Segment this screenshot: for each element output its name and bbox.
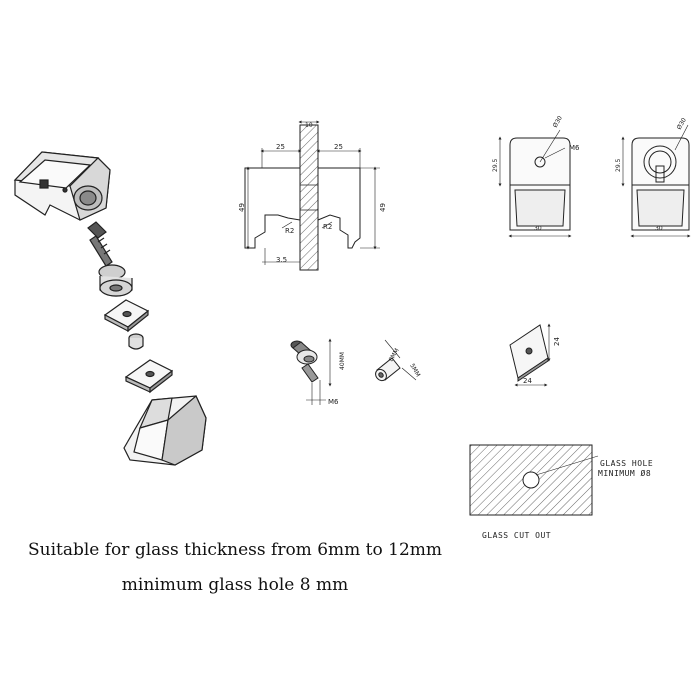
side-view-height-label: 29.5 bbox=[615, 158, 622, 172]
glass-cutout bbox=[469, 444, 599, 516]
section-right-radius-label: R2 bbox=[323, 223, 332, 231]
gasket-part-upper bbox=[103, 299, 150, 333]
spool-part bbox=[98, 264, 133, 297]
gasket-part-lower bbox=[124, 359, 174, 394]
bushing-diameter-label: 8MM bbox=[388, 347, 401, 363]
bolt-length-label: 40MM bbox=[339, 352, 346, 370]
front-view-width-label: 30 bbox=[534, 225, 542, 232]
bushing-length-label: 5MM bbox=[408, 363, 421, 379]
section-bottom-offset-label: 3.5 bbox=[276, 256, 287, 264]
section-view bbox=[244, 120, 380, 271]
front-view-diameter-label: Ø30 bbox=[552, 115, 564, 129]
front-view-height-label: 29.5 bbox=[492, 158, 499, 172]
clamp-outline-right bbox=[317, 167, 361, 249]
screw-part bbox=[87, 221, 113, 267]
caption-glass-hole: minimum glass hole 8 mm bbox=[121, 575, 349, 595]
bolt-part bbox=[290, 338, 332, 405]
glass-hole bbox=[522, 471, 540, 489]
bushing-part bbox=[375, 339, 417, 382]
glass-section bbox=[299, 124, 319, 271]
section-right-height-label: 49 bbox=[379, 203, 387, 212]
gasket-drawing bbox=[509, 323, 551, 387]
side-view-outer-ring bbox=[643, 145, 677, 179]
clamp-top-part bbox=[13, 151, 111, 221]
section-left-radius-label: R2 bbox=[285, 227, 294, 235]
side-view bbox=[621, 124, 691, 238]
gasket-height-label: 24 bbox=[553, 337, 561, 346]
clamp-outline-left bbox=[244, 167, 301, 249]
section-left-offset-label: 25 bbox=[276, 143, 285, 151]
glass-hole-label: GLASS HOLE bbox=[600, 459, 653, 468]
front-view-hole bbox=[534, 156, 546, 168]
section-right-offset-label: 25 bbox=[334, 143, 343, 151]
caption-glass-thickness: Suitable for glass thickness from 6mm to… bbox=[27, 540, 443, 560]
side-view-width-label: 30 bbox=[655, 225, 663, 232]
bolt-thread-label: M6 bbox=[328, 398, 339, 406]
glass-hole-minimum-label: MINIMUM Ø8 bbox=[598, 468, 651, 478]
side-view-inner-ring bbox=[648, 150, 672, 174]
small-bushing-part bbox=[128, 333, 144, 350]
section-top-width-label: 10 bbox=[305, 122, 313, 129]
glass-cutout-label: GLASS CUT OUT bbox=[482, 531, 551, 540]
front-view bbox=[498, 129, 572, 238]
exploded-assembly bbox=[13, 151, 207, 466]
front-view-thread-label: M6 bbox=[569, 144, 580, 152]
section-left-height-label: 49 bbox=[238, 203, 246, 212]
clamp-bottom-part bbox=[123, 395, 207, 466]
gasket-width-label: 24 bbox=[523, 377, 532, 385]
